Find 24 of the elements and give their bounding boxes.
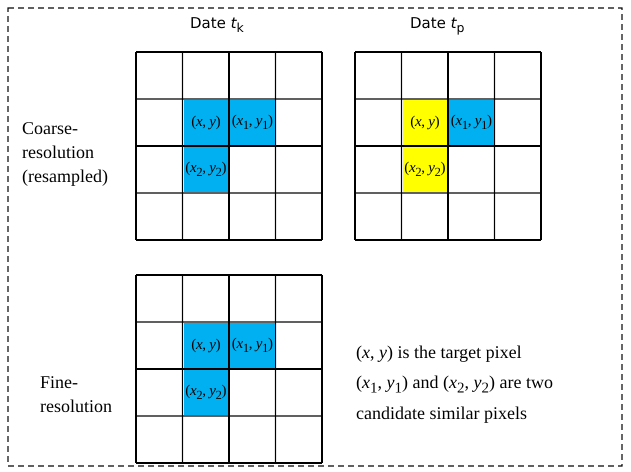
note-text: (x, y) is the target pixel bbox=[356, 341, 523, 364]
note-text: (x$_{1}$, y$_{1}$) and (x$_{2}$, y$_{2}$) are two candidate similar pixels bbox=[356, 371, 554, 425]
pixel-coordinate: (x$_{1}$, y$_{1}$) bbox=[232, 112, 273, 132]
highlighted-pixel bbox=[230, 323, 274, 368]
pixel-coordinate: (x, y) bbox=[191, 337, 220, 354]
pixel-coordinate: (x$_{2}$, y$_{2}$) bbox=[185, 160, 226, 180]
highlighted-pixel bbox=[230, 100, 274, 145]
row-label: Coarse-resolution (resampled) bbox=[22, 117, 109, 188]
pixel-coordinate: (x$_{2}$, y$_{2}$) bbox=[185, 382, 226, 402]
highlighted-pixel bbox=[184, 370, 228, 415]
row-label: Fine-resolution bbox=[40, 371, 113, 418]
highlighted-pixel bbox=[184, 323, 228, 368]
pixel-coordinate: (x, y) bbox=[191, 114, 220, 131]
highlighted-pixel bbox=[184, 147, 228, 192]
pixel-coordinate: (x$_{1}$, y$_{1}$) bbox=[232, 336, 273, 356]
highlighted-pixel bbox=[184, 100, 228, 145]
pixel-coordinate: (x$_{1}$, y$_{1}$) bbox=[450, 112, 492, 132]
highlighted-pixel bbox=[449, 100, 494, 145]
date-heading: Date t$_{k}$ bbox=[190, 14, 245, 35]
highlighted-pixel bbox=[402, 147, 447, 192]
pixel-coordinate: (x, y) bbox=[410, 114, 440, 131]
date-heading: Date t$_{p}$ bbox=[410, 14, 466, 35]
highlighted-pixel bbox=[402, 100, 447, 145]
pixel-coordinate: (x$_{2}$, y$_{2}$) bbox=[404, 160, 446, 180]
